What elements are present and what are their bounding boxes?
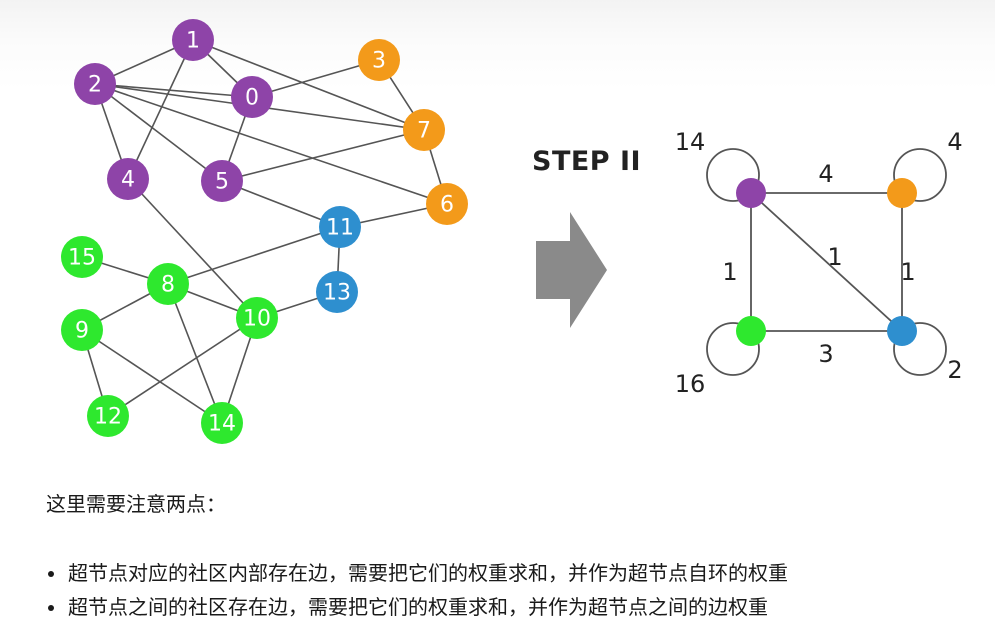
node-label: 1 — [186, 29, 200, 54]
node-12: 12 — [87, 395, 129, 437]
self-loop-weight-green: 16 — [675, 370, 706, 398]
node-circle — [61, 309, 103, 351]
super-edge-weight: 1 — [900, 258, 915, 286]
self-loop-weight-purple: 14 — [675, 128, 706, 156]
super-edge-weight: 1 — [722, 258, 737, 286]
explanation-heading: 这里需要注意两点： — [46, 492, 226, 516]
edge-11-8 — [167, 226, 341, 285]
self-loop-blue — [893, 322, 947, 376]
node-label: 15 — [68, 246, 96, 271]
node-circle — [201, 402, 243, 444]
node-circle — [403, 109, 445, 151]
edge-1-4 — [127, 39, 194, 180]
edge-4-10 — [127, 178, 258, 319]
super-edge-weight: 3 — [818, 340, 833, 368]
node-label: 12 — [94, 405, 122, 430]
node-circle — [236, 297, 278, 339]
node-circle — [172, 19, 214, 61]
node-circle — [426, 183, 468, 225]
node-circle — [87, 395, 129, 437]
edge-9-14 — [81, 329, 223, 424]
node-circle — [61, 236, 103, 278]
self-loop-orange — [893, 148, 947, 202]
node-13: 13 — [316, 271, 358, 313]
node-7: 7 — [403, 109, 445, 151]
node-label: 6 — [440, 193, 454, 218]
super-edge-p-b — [750, 192, 903, 332]
node-9: 9 — [61, 309, 103, 351]
edge-2-5 — [94, 83, 223, 182]
edge-2-0 — [94, 83, 253, 98]
explanation: 这里需要注意两点： 超节点对应的社区内部存在边，需要把它们的权重求和，并作为超节… — [46, 488, 976, 629]
node-4: 4 — [107, 158, 149, 200]
super-node-orange — [887, 178, 917, 208]
super-graph-nodes — [736, 178, 917, 346]
node-circle — [107, 158, 149, 200]
edge-2-6 — [94, 83, 448, 205]
edge-7-5 — [221, 129, 425, 182]
node-label: 9 — [75, 319, 89, 344]
node-2: 2 — [74, 63, 116, 105]
self-loop-green — [706, 322, 760, 376]
edge-1-7 — [192, 39, 425, 131]
node-circle — [358, 39, 400, 81]
node-0: 0 — [231, 76, 273, 118]
super-node-blue — [887, 316, 917, 346]
node-circle — [231, 76, 273, 118]
edge-5-11 — [221, 180, 341, 228]
super-node-purple — [736, 178, 766, 208]
node-11: 11 — [319, 206, 361, 248]
node-15: 15 — [61, 236, 103, 278]
node-label: 5 — [215, 170, 229, 195]
step-label: STEP II — [532, 146, 641, 177]
super-graph-edges: 14 4 16 2 4 1 1 1 3 — [675, 128, 963, 398]
self-loop-weight-orange: 4 — [947, 128, 962, 156]
explanation-list: 超节点对应的社区内部存在边，需要把它们的权重求和，并作为超节点自环的权重 超节点… — [46, 561, 976, 619]
self-loop-weight-blue: 2 — [947, 356, 962, 384]
arrow-right-icon — [536, 212, 607, 328]
edge-8-14 — [167, 283, 223, 424]
node-label: 4 — [121, 168, 135, 193]
node-5: 5 — [201, 160, 243, 202]
bullet-self-loop: 超节点对应的社区内部存在边，需要把它们的权重求和，并作为超节点自环的权重 — [46, 561, 976, 585]
node-label: 10 — [243, 307, 271, 332]
node-label: 13 — [323, 281, 351, 306]
node-1: 1 — [172, 19, 214, 61]
node-circle — [319, 206, 361, 248]
node-label: 11 — [326, 216, 354, 241]
node-3: 3 — [358, 39, 400, 81]
self-loop-purple — [706, 148, 760, 202]
node-circle — [201, 160, 243, 202]
node-circle — [74, 63, 116, 105]
super-edge-weight: 4 — [818, 160, 833, 188]
super-edge-weight: 1 — [827, 243, 842, 271]
node-label: 2 — [88, 73, 102, 98]
bullet-inter-edge: 超节点之间的社区存在边，需要把它们的权重求和，并作为超节点之间的边权重 — [46, 595, 976, 619]
node-8: 8 — [147, 263, 189, 305]
edge-0-3 — [251, 59, 380, 98]
node-label: 8 — [161, 273, 175, 298]
node-circle — [316, 271, 358, 313]
node-10: 10 — [236, 297, 278, 339]
super-node-green — [736, 316, 766, 346]
node-circle — [147, 263, 189, 305]
node-label: 0 — [245, 86, 259, 111]
node-14: 14 — [201, 402, 243, 444]
edge-10-12 — [107, 317, 258, 417]
node-label: 3 — [372, 49, 386, 74]
node-label: 7 — [417, 119, 431, 144]
node-6: 6 — [426, 183, 468, 225]
node-label: 14 — [208, 412, 236, 437]
